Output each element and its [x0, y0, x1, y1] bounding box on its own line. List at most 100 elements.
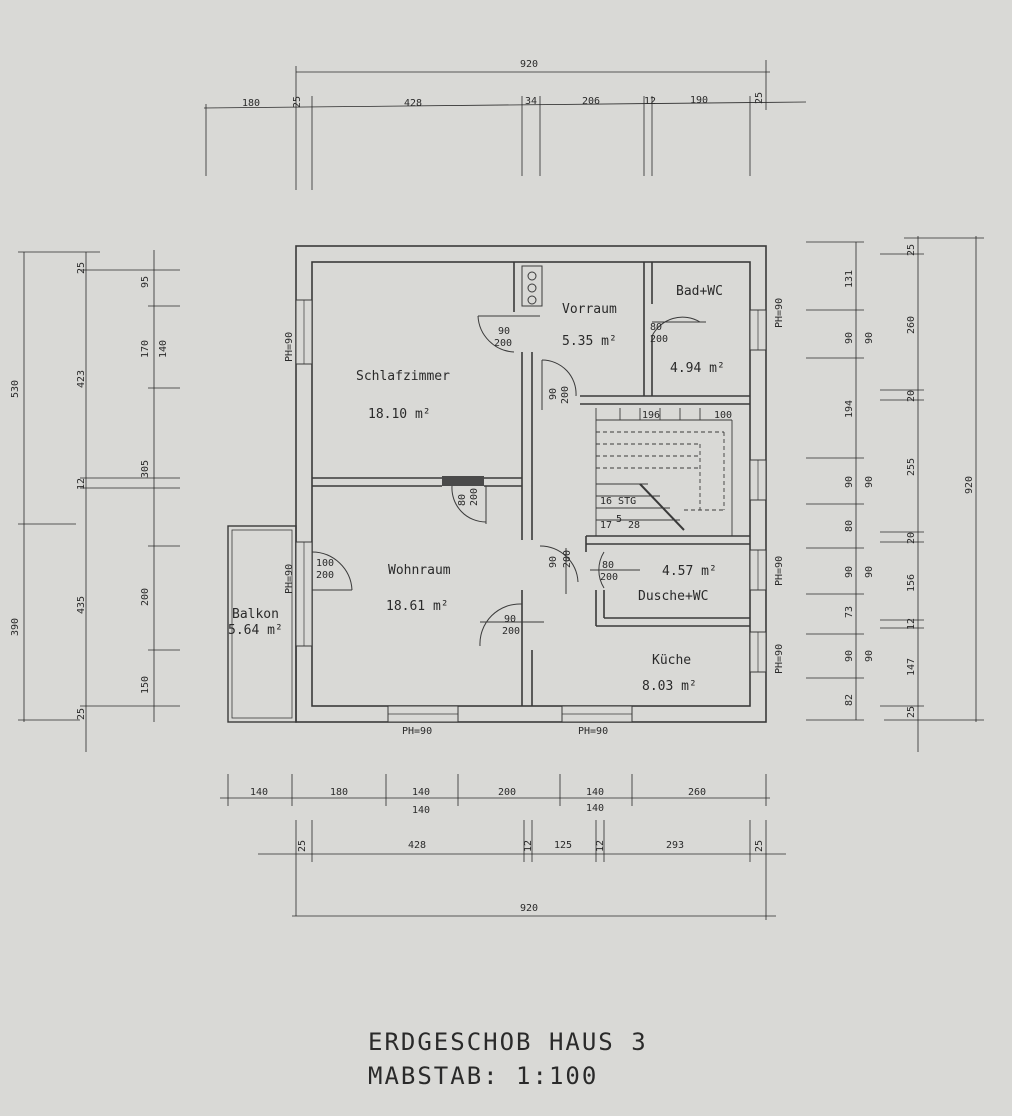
balkon-inner	[231, 529, 293, 719]
window-label-kueche: PH=90	[774, 644, 785, 674]
dim-right-outer-4: 20	[906, 532, 917, 544]
dim-bottom2-5: 293	[666, 840, 684, 851]
window-label-bottom-wohn: PH=90	[402, 726, 432, 737]
door-kueche-h: 200	[502, 626, 520, 637]
dim-bottom2-4: 12	[595, 840, 606, 852]
dim-left-inner-4: 200	[140, 588, 151, 606]
dim-bottom1-3: 200	[498, 787, 516, 798]
door-entry-w: 90	[498, 326, 510, 337]
dim-right-outer-2: 20	[906, 390, 917, 402]
dim-bottom2-0: 25	[297, 840, 308, 852]
dim-left-inner-5: 150	[140, 676, 151, 694]
door-dusche-h: 200	[600, 572, 618, 583]
dim-top-0: 180	[242, 98, 260, 109]
dim-right-outer-8: 25	[906, 706, 917, 718]
wardrobe-hook-1	[527, 271, 537, 281]
room-dusche-name: Dusche+WC	[638, 589, 708, 604]
dim-left-mid-1: 423	[76, 370, 87, 388]
dim-top-total: 920	[520, 59, 538, 70]
dim-bottom2-2: 12	[523, 840, 534, 852]
dim-bottom1-4: 140	[586, 787, 604, 798]
door-wohn-w: 100	[316, 558, 334, 569]
door-kueche-w: 90	[504, 614, 516, 625]
dim-right-mid-2: 90	[864, 566, 875, 578]
room-schlafzimmer-name: Schlafzimmer	[356, 369, 450, 384]
doors	[311, 315, 706, 647]
dim-right-outer-6: 12	[906, 618, 917, 630]
dim-top-chain-line	[203, 101, 807, 109]
dim-right-total: 920	[964, 476, 975, 494]
dim-right-inner-5: 90	[844, 566, 855, 578]
dim-right-outer-3: 255	[906, 458, 917, 476]
dim-right-outer-1: 260	[906, 316, 917, 334]
wardrobe-hook-3	[527, 295, 537, 305]
dim-bottom1-1: 180	[330, 787, 348, 798]
door-kueche-arc	[479, 603, 523, 647]
door-flur-w: 90	[548, 556, 559, 568]
dim-bottom2-1: 428	[408, 840, 426, 851]
dim-top-5: 12	[644, 96, 656, 107]
dim-left-inner-2: 140	[158, 340, 169, 358]
door-flur-h: 200	[562, 550, 573, 568]
dim-bottom1-sub-0: 140	[412, 805, 430, 816]
dim-left-mid-0: 25	[76, 262, 87, 274]
room-dusche-area: 4.57 m²	[662, 564, 717, 579]
door-schlaf-h: 200	[469, 488, 480, 506]
room-bad-area: 4.94 m²	[670, 361, 725, 376]
dimension-lines	[18, 60, 984, 920]
dim-left-mid-3: 435	[76, 596, 87, 614]
walls	[295, 245, 767, 723]
dim-left-mid-2: 12	[76, 478, 87, 490]
dim-bottom1-2: 140	[412, 787, 430, 798]
stair-labels: 196 100 16 STG 17 5 28	[600, 410, 732, 531]
door-dusche-w: 80	[602, 560, 614, 571]
room-vorraum-name: Vorraum	[562, 302, 617, 317]
dim-top-2: 428	[404, 98, 422, 109]
stair-width-2: 100	[714, 410, 732, 421]
door-wohn-arc	[311, 551, 353, 591]
dim-left-inner-1: 170	[140, 340, 151, 358]
dim-left-inner-3: 305	[140, 460, 151, 478]
door-wohn-h: 200	[316, 570, 334, 581]
window-label-bottom-kueche: PH=90	[578, 726, 608, 737]
stair-steps: 16 STG	[600, 496, 636, 507]
room-balkon-area: 5.64 m²	[228, 623, 283, 638]
stairs	[595, 408, 733, 536]
room-bad-name: Bad+WC	[676, 284, 723, 299]
dim-right-inner-2: 194	[844, 400, 855, 418]
window-inner-lines	[303, 300, 759, 715]
dim-left-outer-0: 530	[10, 380, 21, 398]
dim-right-inner-1: 90	[844, 332, 855, 344]
room-wohnraum-area: 18.61 m²	[386, 599, 449, 614]
door-opening-mark	[442, 476, 484, 486]
dim-bottom2-6: 25	[754, 840, 765, 852]
dim-right-outer-7: 147	[906, 658, 917, 676]
plan-title: ERDGESCHOB HAUS 3	[368, 1028, 648, 1056]
door-schlaf-w: 80	[457, 494, 468, 506]
dim-right-inner-3: 90	[844, 476, 855, 488]
plan-scale: MABSTAB: 1:100	[368, 1062, 598, 1090]
dim-right-inner-8: 82	[844, 694, 855, 706]
dimension-texts: 920 180 25 428 34 206 12 190 25 530 390 …	[10, 59, 975, 914]
door-entry-h: 200	[494, 338, 512, 349]
door-entry-arc	[477, 315, 515, 353]
dim-top-7: 25	[754, 92, 765, 104]
room-vorraum-area: 5.35 m²	[562, 334, 617, 349]
dim-right-inner-0: 131	[844, 270, 855, 288]
dim-bottom1-0: 140	[250, 787, 268, 798]
dim-top-6: 190	[690, 95, 708, 106]
dim-bottom1-sub-1: 140	[586, 803, 604, 814]
room-kueche-name: Küche	[652, 653, 691, 668]
dim-top-4: 206	[582, 96, 600, 107]
room-wohnraum-name: Wohnraum	[388, 563, 451, 578]
dim-right-inner-7: 90	[844, 650, 855, 662]
wardrobe	[521, 265, 543, 307]
door-schlaf-arc	[451, 485, 487, 523]
window-label-schlaf: PH=90	[284, 332, 295, 362]
door-vorraum-h: 200	[560, 386, 571, 404]
dim-right-outer-0: 25	[906, 244, 917, 256]
room-schlafzimmer-area: 18.10 m²	[368, 407, 431, 422]
dim-bottom-total: 920	[520, 903, 538, 914]
dim-left-inner-0: 95	[140, 276, 151, 288]
